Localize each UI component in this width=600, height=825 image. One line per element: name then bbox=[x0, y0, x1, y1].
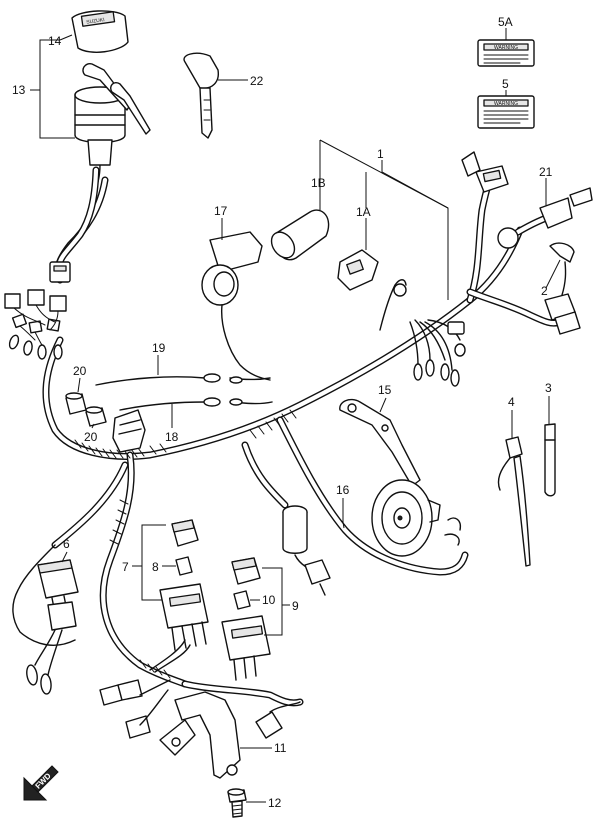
callout-5a: 5A bbox=[498, 15, 513, 29]
callout-10: 10 bbox=[262, 593, 276, 607]
callout-3: 3 bbox=[545, 381, 552, 395]
fuse-holder bbox=[112, 409, 146, 453]
fuse-20a bbox=[65, 392, 87, 415]
relay-6 bbox=[12, 544, 79, 695]
label-5a: WARNING bbox=[477, 39, 535, 67]
callout-12: 12 bbox=[268, 796, 282, 810]
bracket-11 bbox=[159, 691, 241, 779]
harness-cap-1b bbox=[270, 209, 330, 261]
callout-1b: 1B bbox=[311, 176, 326, 190]
top-right-connectors bbox=[461, 151, 509, 193]
callout-13: 13 bbox=[12, 83, 26, 97]
callout-22: 22 bbox=[250, 74, 264, 88]
callout-8: 8 bbox=[152, 560, 159, 574]
callout-18: 18 bbox=[165, 430, 179, 444]
switch-21 bbox=[497, 187, 593, 249]
callout-19: 19 bbox=[152, 341, 166, 355]
callout-17: 17 bbox=[214, 204, 228, 218]
callout-6: 6 bbox=[63, 537, 70, 551]
wire-19 bbox=[95, 373, 221, 386]
callout-15: 15 bbox=[378, 383, 392, 397]
callout-2: 2 bbox=[541, 284, 548, 298]
connector-1a bbox=[337, 249, 379, 291]
harness-mid-connectors bbox=[379, 279, 466, 387]
callout-5: 5 bbox=[502, 77, 509, 91]
bottom-connectors bbox=[99, 679, 301, 739]
fwd-arrow: FWD bbox=[23, 765, 59, 801]
leader-lines bbox=[30, 28, 561, 803]
bolt-12 bbox=[227, 788, 247, 818]
label-5-text: WARNING bbox=[494, 101, 518, 107]
callout-21: 21 bbox=[539, 165, 553, 179]
connector-7 bbox=[159, 519, 209, 651]
callout-14: 14 bbox=[48, 34, 62, 48]
callout-4: 4 bbox=[508, 395, 515, 409]
callout-1a: 1A bbox=[356, 205, 371, 219]
callout-11: 11 bbox=[274, 741, 287, 755]
main-wiring-harness bbox=[42, 174, 564, 707]
clip-3 bbox=[544, 423, 556, 497]
connector-9 bbox=[221, 557, 271, 681]
callout-7: 7 bbox=[122, 560, 129, 574]
key bbox=[183, 52, 219, 139]
clamp-2 bbox=[544, 242, 581, 335]
bracket-15 bbox=[339, 398, 421, 487]
cable-tie-4 bbox=[497, 436, 531, 567]
fuse-20b bbox=[85, 406, 107, 427]
callout-20-a: 20 bbox=[73, 364, 87, 378]
ignition-switch: SUZUKI bbox=[49, 10, 151, 283]
label-5a-text: WARNING bbox=[494, 45, 518, 51]
relay-cylinder bbox=[282, 505, 331, 596]
left-connector-cluster bbox=[4, 289, 67, 360]
wire-18 bbox=[119, 397, 221, 411]
callout-9: 9 bbox=[292, 599, 299, 613]
callouts: 14 13 22 5A 5 1 1B 1A 17 21 2 19 20 20 1… bbox=[12, 15, 553, 810]
label-5: WARNING bbox=[477, 95, 535, 129]
callout-16: 16 bbox=[336, 483, 350, 497]
horn-16 bbox=[371, 479, 462, 557]
ignition-cap-text: SUZUKI bbox=[86, 17, 105, 25]
callout-1: 1 bbox=[377, 147, 384, 161]
switch-17 bbox=[201, 231, 271, 381]
callout-20-b: 20 bbox=[84, 430, 98, 444]
